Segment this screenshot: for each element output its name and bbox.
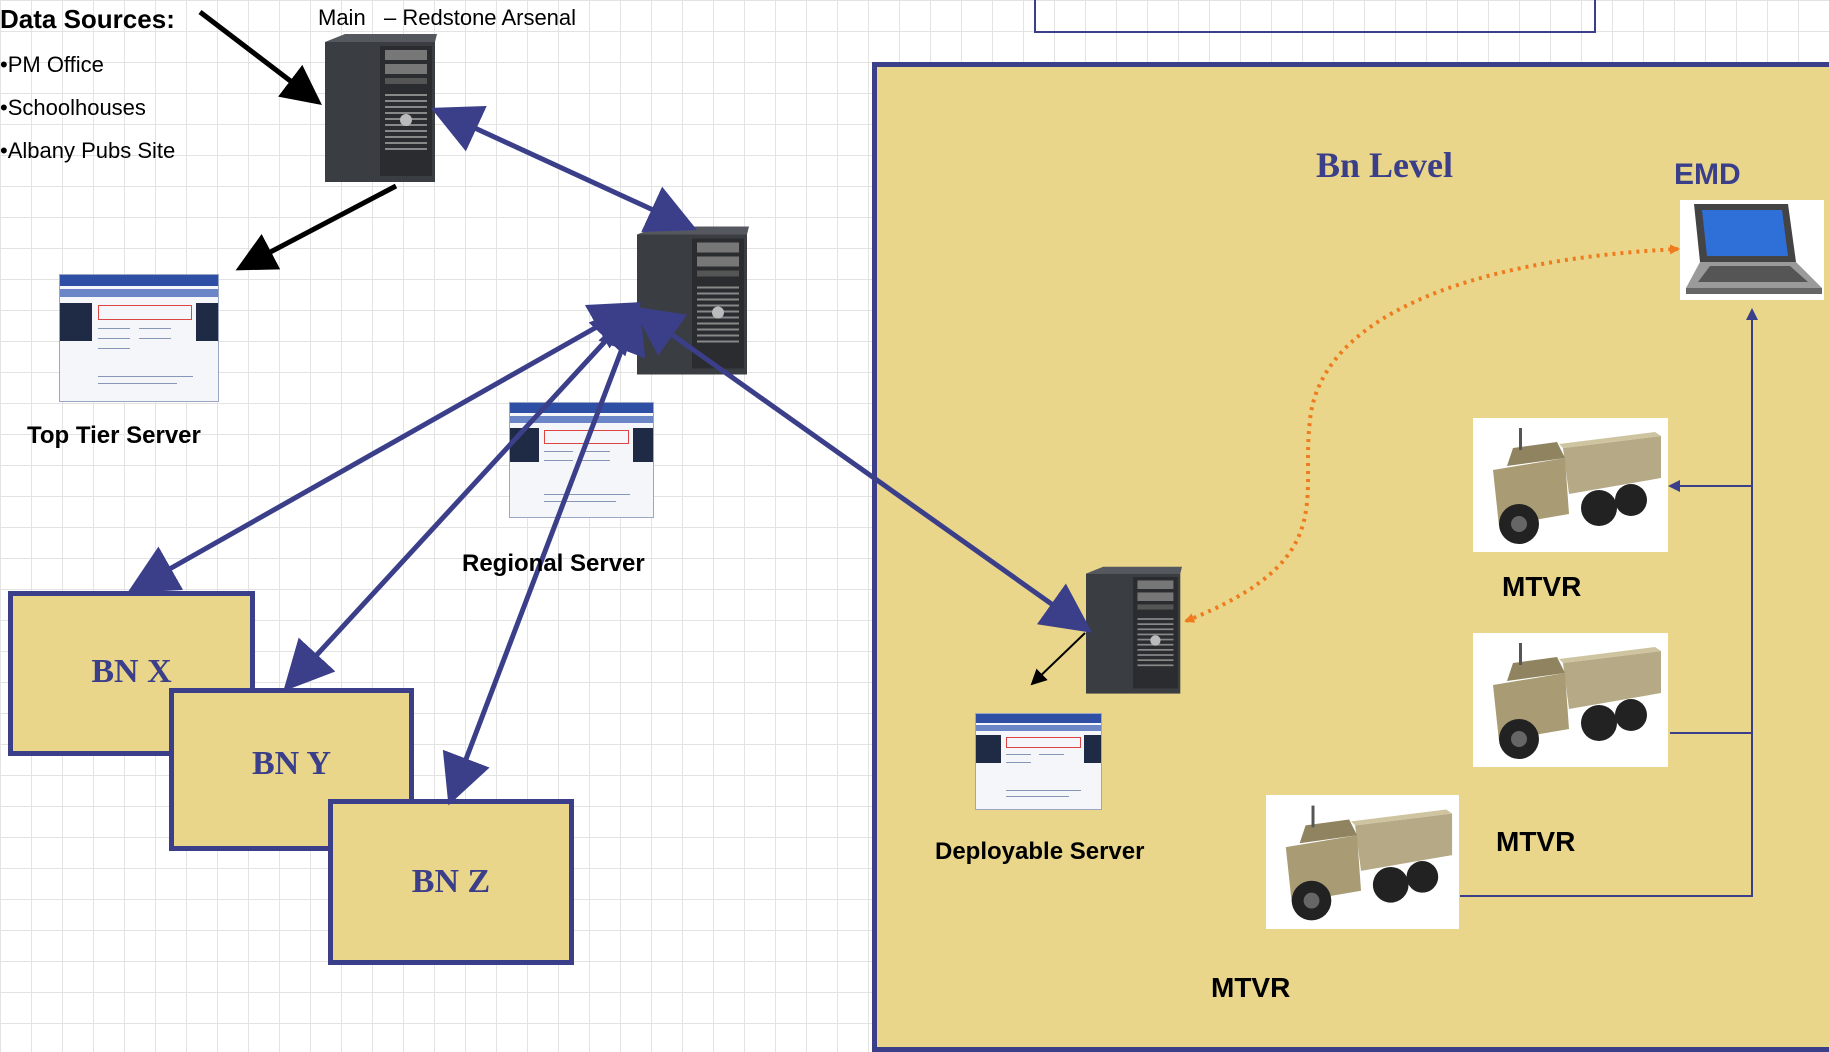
data-sources-colon: : (166, 4, 175, 34)
main-to-top-tier-arrow (235, 183, 398, 271)
main-server-caption: Main – Redstone Arsenal (318, 5, 577, 30)
data-source-item: •Albany Pubs Site (0, 138, 176, 163)
bn-x-label: BN X (91, 652, 172, 690)
bn-y-label: BN Y (251, 744, 332, 782)
truck-network-line (1460, 308, 1758, 897)
mtvr-label: MTVR (1211, 972, 1291, 1003)
deployable-server-label: Deployable Server (935, 838, 1145, 865)
data-source-item: •Schoolhouses (0, 95, 146, 120)
deployable-server-icon (1086, 566, 1182, 694)
regional-bnz-link (442, 302, 646, 806)
data-source-item: •PM Office (0, 52, 104, 77)
bn-level-title: Bn Level (1316, 145, 1454, 185)
regional-bnx-link (127, 302, 641, 593)
wireless-link (1184, 244, 1680, 623)
connector-lines (127, 10, 1758, 897)
deployable-website-thumbnail (975, 713, 1102, 810)
top-tier-server-label: Top Tier Server (27, 422, 201, 449)
main-server-icon (325, 34, 437, 182)
laptop-icon (1680, 200, 1824, 300)
bn-z-label: BN Z (411, 863, 491, 900)
data-sources-arrow (198, 10, 322, 106)
regional-deployable-link (631, 306, 1093, 633)
mtvr-truck-icon (1473, 633, 1668, 767)
mtvr-label: MTVR (1502, 571, 1582, 602)
bn-z-box: BN Z (328, 799, 574, 965)
main-regional-link (430, 105, 698, 233)
mtvr-truck-icon (1266, 795, 1459, 929)
top-empty-box (1034, 0, 1596, 33)
regional-bny-link (283, 302, 641, 692)
mtvr-label: MTVR (1496, 826, 1576, 857)
emd-label: EMD (1674, 158, 1741, 191)
deployable-to-web-arrow (1030, 632, 1086, 686)
data-sources-title: Data Sources: (0, 4, 175, 35)
data-sources-title-text: Data Sources (0, 4, 167, 34)
regional-server-label: Regional Server (462, 550, 645, 577)
